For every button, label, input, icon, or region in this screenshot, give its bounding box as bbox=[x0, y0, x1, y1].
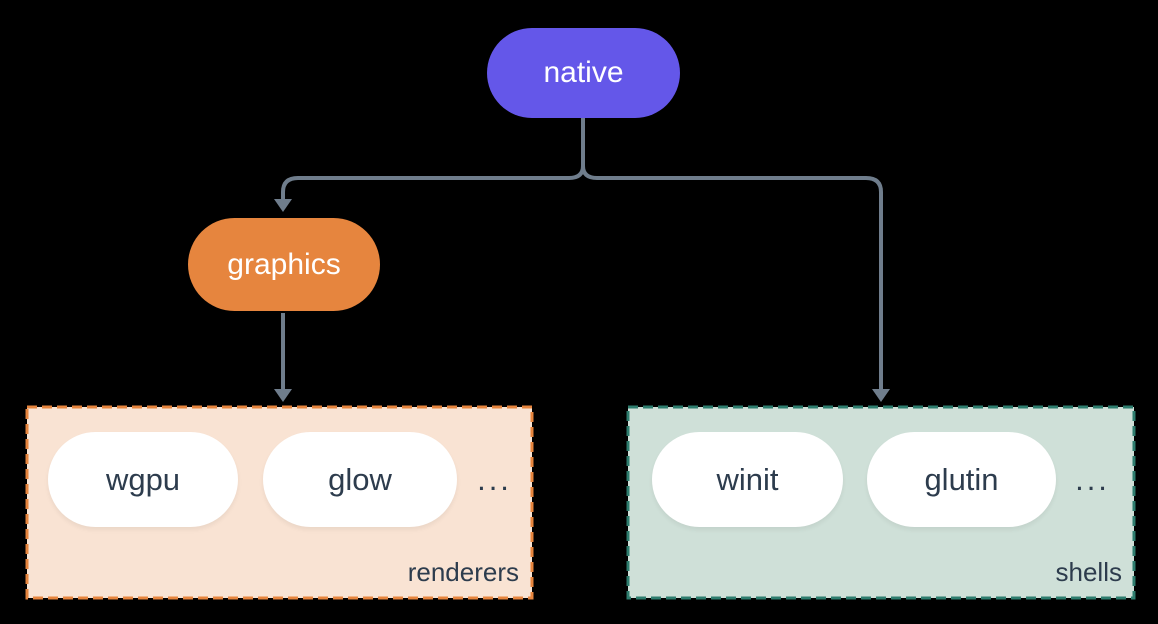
shells-group-label: shells bbox=[1055, 557, 1122, 587]
arrowhead-to-renderers bbox=[274, 389, 292, 402]
node-winit: winit bbox=[652, 432, 843, 527]
node-glow: glow bbox=[263, 432, 457, 527]
node-wgpu: wgpu bbox=[48, 432, 238, 527]
node-glutin: glutin bbox=[867, 432, 1056, 527]
group-renderers: wgpu glow ... renderers bbox=[27, 407, 532, 598]
edge-native-to-shells bbox=[581, 165, 883, 390]
group-shells: winit glutin ... shells bbox=[628, 407, 1134, 598]
arrowhead-to-graphics bbox=[274, 199, 292, 212]
node-graphics: graphics bbox=[188, 218, 380, 311]
shells-ellipsis: ... bbox=[1075, 461, 1110, 497]
edge-native-to-graphics bbox=[281, 118, 585, 200]
node-native: native bbox=[487, 28, 680, 118]
arrowhead-to-shells bbox=[872, 389, 890, 402]
renderers-group-label: renderers bbox=[407, 557, 519, 587]
renderers-ellipsis: ... bbox=[477, 461, 512, 497]
